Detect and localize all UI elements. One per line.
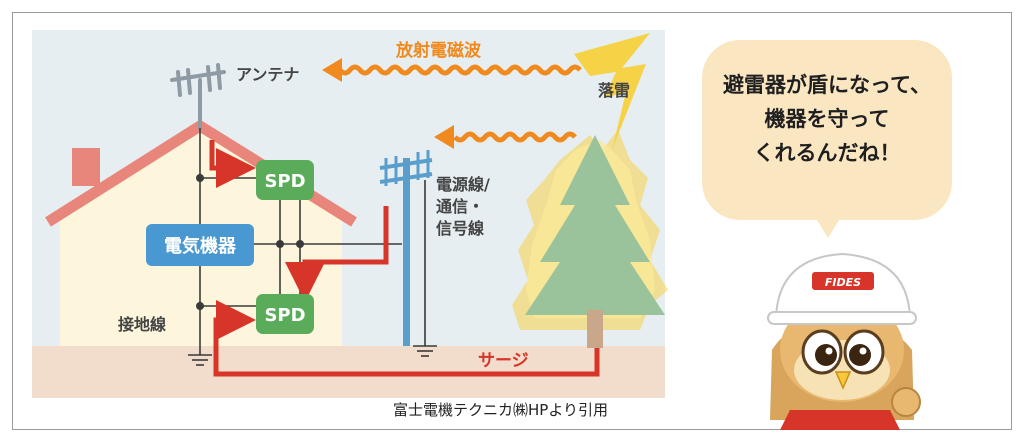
power-line-label-3: 信号線 bbox=[436, 219, 484, 238]
ground-wire-label: 接地線 bbox=[118, 315, 166, 334]
source-credit: 富士電機テクニカ㈱HPより引用 bbox=[393, 401, 609, 419]
power-line-label-2: 通信・ bbox=[436, 197, 484, 216]
mascot-owl: FIDES bbox=[767, 252, 921, 430]
lightning-label: 落雷 bbox=[598, 81, 630, 100]
antenna-label: アンテナ bbox=[236, 65, 299, 84]
tree bbox=[512, 130, 668, 348]
helmet-logo: FIDES bbox=[825, 276, 861, 289]
utility-pole-icon bbox=[379, 150, 433, 346]
power-line-label-1: 電源線/ bbox=[436, 175, 490, 194]
surge-paths bbox=[209, 140, 600, 377]
lightning-bolt-icon bbox=[574, 33, 650, 150]
spd-box-bottom: SPD bbox=[256, 294, 314, 334]
speech-line-2: 機器を守って bbox=[764, 107, 890, 131]
speech-line-3: くれるんだね！ bbox=[753, 141, 901, 165]
spd-top-label: SPD bbox=[264, 171, 305, 192]
electrical-device-box: 電気機器 bbox=[146, 224, 254, 266]
speech-line-1: 避雷器が盾になって、 bbox=[723, 73, 931, 97]
radiation-label: 放射電磁波 bbox=[395, 40, 482, 61]
antenna-icon bbox=[170, 63, 226, 130]
device-label: 電気機器 bbox=[164, 235, 237, 257]
speech-bubble-tail bbox=[812, 212, 844, 238]
surge-label: サージ bbox=[478, 351, 529, 371]
spd-bottom-label: SPD bbox=[264, 305, 305, 326]
spd-box-top: SPD bbox=[256, 160, 314, 200]
ground-symbol-icon bbox=[188, 345, 437, 366]
speech-bubble bbox=[702, 40, 952, 220]
em-wave-arrows bbox=[322, 58, 582, 149]
speech-bubble-text: 避雷器が盾になって、 機器を守って くれるんだね！ bbox=[702, 68, 952, 170]
junction-dots bbox=[196, 174, 304, 310]
